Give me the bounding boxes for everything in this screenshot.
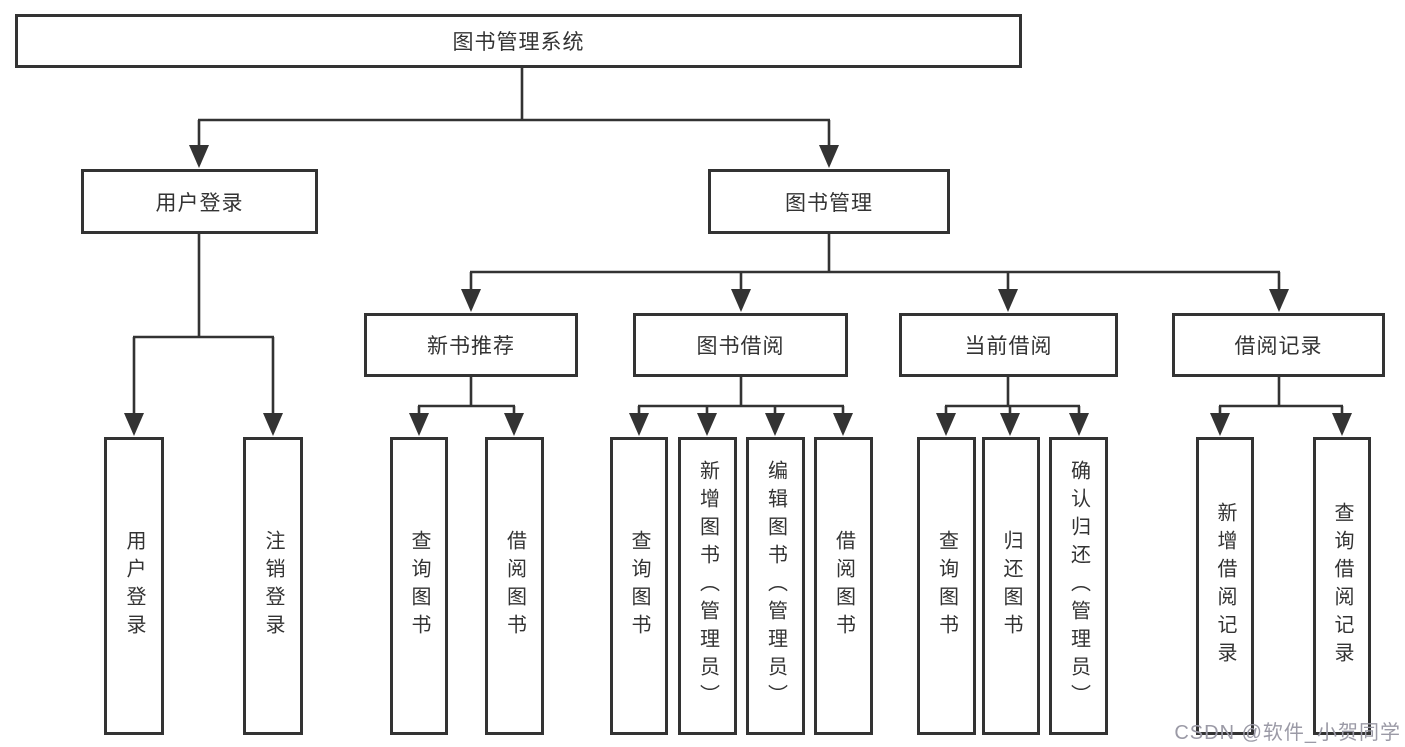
node-current-borrow-label: 当前借阅 xyxy=(964,335,1053,358)
connector-root-l2 xyxy=(197,68,831,148)
leaf-add-borrow-record: 新增借阅记录 xyxy=(1196,437,1254,735)
leaf-add-book-admin: 新增图书（管理员） xyxy=(678,437,737,735)
connector-bookborrow-leaves xyxy=(637,377,845,414)
node-new-book-recommend: 新书推荐 xyxy=(364,313,578,377)
leaf-logout: 注销登录 xyxy=(243,437,303,735)
connector-userlogin-leaves xyxy=(132,234,275,414)
leaf-query-books-current-label: 查询图书 xyxy=(935,530,958,642)
node-library-system-label: 图书管理系统 xyxy=(452,31,585,54)
node-current-borrow: 当前借阅 xyxy=(899,313,1118,377)
leaf-confirm-return-admin-label: 确认归还（管理员） xyxy=(1067,460,1090,712)
leaf-user-login-label: 用户登录 xyxy=(123,530,145,642)
node-user-login: 用户登录 xyxy=(81,169,318,234)
leaf-borrow-books-recommend: 借阅图书 xyxy=(485,437,544,735)
connector-bookmgmt-l3 xyxy=(469,234,1281,290)
leaf-borrow-books-recommend-label: 借阅图书 xyxy=(503,530,526,642)
node-user-login-label: 用户登录 xyxy=(155,191,244,215)
leaf-return-book: 归还图书 xyxy=(982,437,1040,735)
leaf-query-borrow-record: 查询借阅记录 xyxy=(1313,437,1371,735)
leaf-user-login: 用户登录 xyxy=(104,437,164,735)
csdn-watermark: CSDN @软件_小贺同学 xyxy=(1174,722,1401,744)
leaf-borrow-books-label: 借阅图书 xyxy=(832,530,855,642)
node-book-management: 图书管理 xyxy=(708,169,950,234)
leaf-query-books-recommend-label: 查询图书 xyxy=(408,530,430,642)
node-book-management-label: 图书管理 xyxy=(785,191,873,215)
node-book-borrow: 图书借阅 xyxy=(633,313,848,377)
node-borrow-records-label: 借阅记录 xyxy=(1234,335,1323,358)
leaf-query-borrow-record-label: 查询借阅记录 xyxy=(1331,502,1353,670)
leaf-query-books-recommend: 查询图书 xyxy=(390,437,448,735)
node-book-borrow-label: 图书借阅 xyxy=(696,335,785,358)
arrowheads xyxy=(124,145,1352,436)
connector-newbook-leaves xyxy=(417,377,516,414)
leaf-query-books-borrow: 查询图书 xyxy=(610,437,668,735)
leaf-add-borrow-record-label: 新增借阅记录 xyxy=(1214,502,1236,670)
node-library-system: 图书管理系统 xyxy=(15,14,1022,68)
leaf-confirm-return-admin: 确认归还（管理员） xyxy=(1049,437,1108,735)
leaf-query-books-current: 查询图书 xyxy=(917,437,976,735)
node-borrow-records: 借阅记录 xyxy=(1172,313,1385,377)
connector-records-leaves xyxy=(1218,377,1344,414)
leaf-borrow-books: 借阅图书 xyxy=(814,437,873,735)
connector-currentborrow-leaves xyxy=(944,377,1081,414)
leaf-return-book-label: 归还图书 xyxy=(1000,530,1022,642)
leaf-add-book-admin-label: 新增图书（管理员） xyxy=(696,460,719,712)
leaf-query-books-borrow-label: 查询图书 xyxy=(628,530,650,642)
leaf-edit-book-admin-label: 编辑图书（管理员） xyxy=(764,460,787,712)
leaf-edit-book-admin: 编辑图书（管理员） xyxy=(746,437,805,735)
node-new-book-recommend-label: 新书推荐 xyxy=(427,335,515,358)
leaf-logout-label: 注销登录 xyxy=(262,530,284,642)
